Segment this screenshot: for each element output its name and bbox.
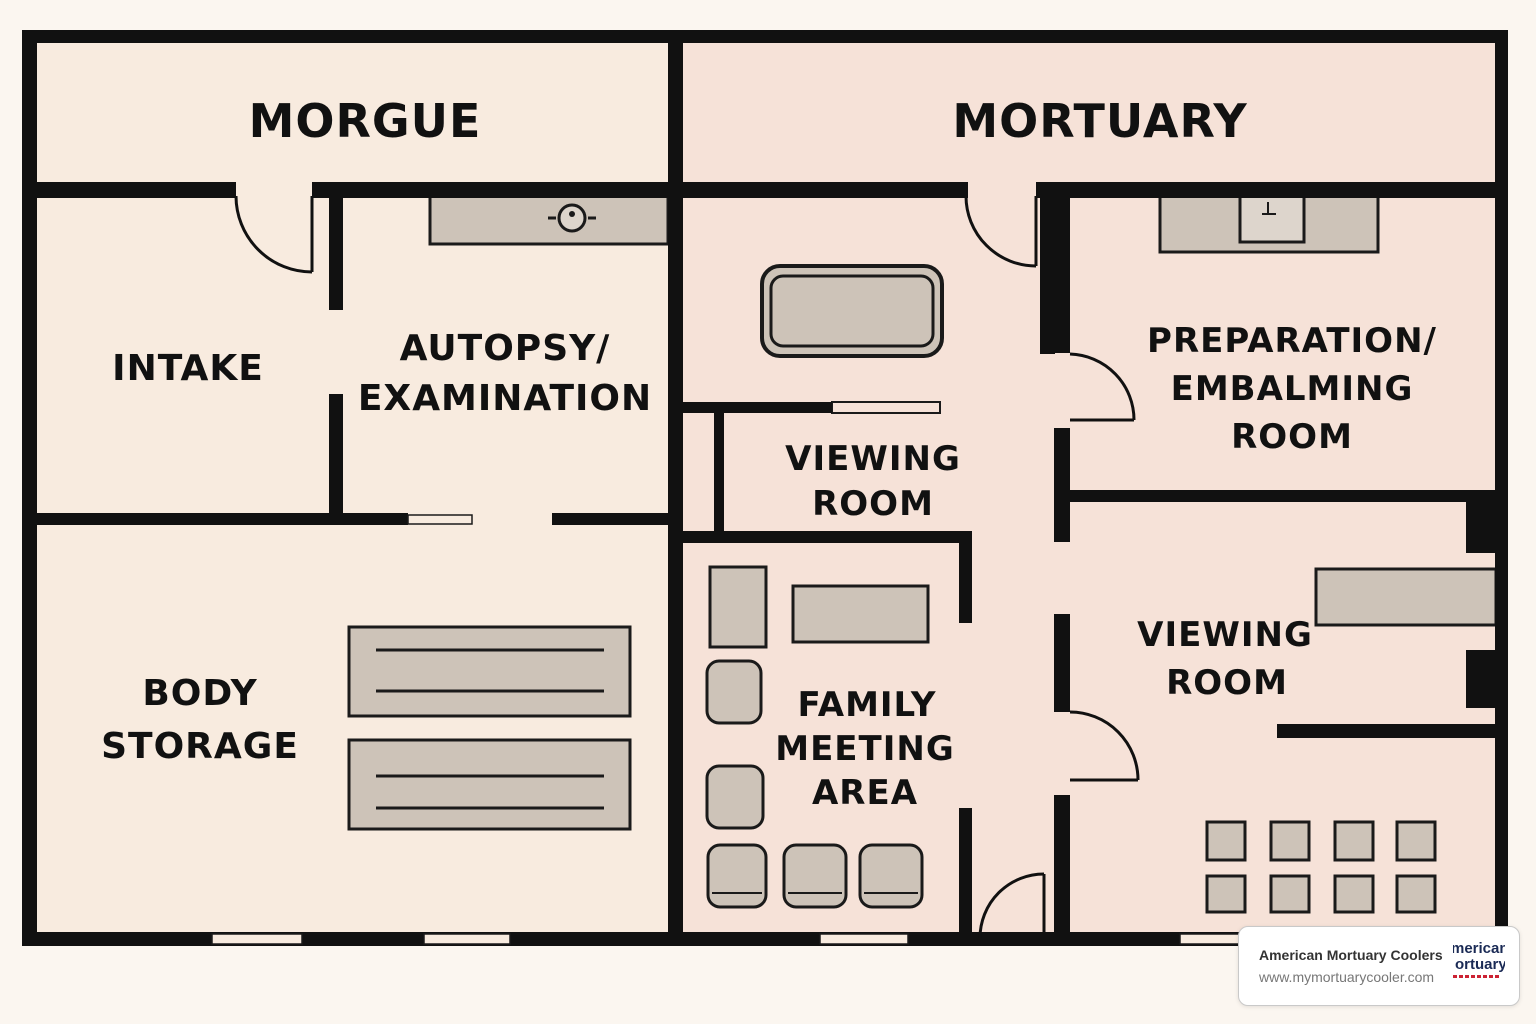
intake-label: INTAKE [112,348,264,389]
doors [234,195,1140,939]
family-label-line1: FAMILY [797,685,936,725]
door-swing-prep [1069,352,1136,421]
armchair-4 [782,843,848,909]
logo-line1: merican [1453,941,1505,957]
viewing-room-b-label-line2: ROOM [1166,663,1288,703]
family-label-line3: AREA [812,773,918,813]
storage-rack-2 [347,738,632,831]
family-table [791,584,930,644]
embalming-sink [1238,194,1306,244]
viewing-room-door-strip [831,401,941,414]
logo-stripe [1453,975,1499,978]
prep-label-line2: EMBALMING [1171,369,1414,409]
furniture [347,194,1498,914]
storage-rack-1 [347,625,632,718]
logo-line2: ortuary [1455,956,1505,973]
prep-label-line1: PREPARATION/ [1147,321,1437,361]
mortuary-title: MORTUARY [952,94,1247,148]
company-logo-icon: merican ortuary [1453,941,1505,991]
door-swing-mortuary-top [964,195,1037,268]
viewing-room-a-label-line1: VIEWING [785,439,961,479]
casket-icon [760,264,944,358]
door-swing-intake [234,195,313,274]
source-badge[interactable]: American Mortuary Coolers www.mymortuary… [1238,926,1520,1006]
door-swing-bottom [978,872,1045,939]
body-storage-label-line1: BODY [142,673,257,714]
family-cabinet [708,565,768,649]
armchair-2 [705,764,765,830]
seating-grid [1205,820,1437,914]
family-label-line2: MEETING [775,729,955,769]
walls [22,30,1508,946]
autopsy-label-line2: EXAMINATION [358,378,652,419]
autopsy-label-line1: AUTOPSY/ [400,328,611,369]
badge-company-name: American Mortuary Coolers [1259,947,1443,963]
door-swing-viewing-b [1069,710,1140,781]
viewing-room-b-label-line1: VIEWING [1137,615,1313,655]
armchair-3 [706,843,768,909]
badge-url[interactable]: www.mymortuarycooler.com [1259,969,1435,985]
viewing-room-a-label-line2: ROOM [812,484,934,524]
autopsy-counter [428,194,670,246]
mortuary-floor [675,36,1505,938]
armchair-1 [705,659,763,725]
viewing-room-shelf [1314,567,1498,627]
body-storage-label-line2: STORAGE [101,726,299,767]
sink-icon [548,203,596,233]
morgue-title: MORGUE [249,94,482,148]
armchair-5 [858,843,924,909]
prep-label-line3: ROOM [1231,417,1353,457]
